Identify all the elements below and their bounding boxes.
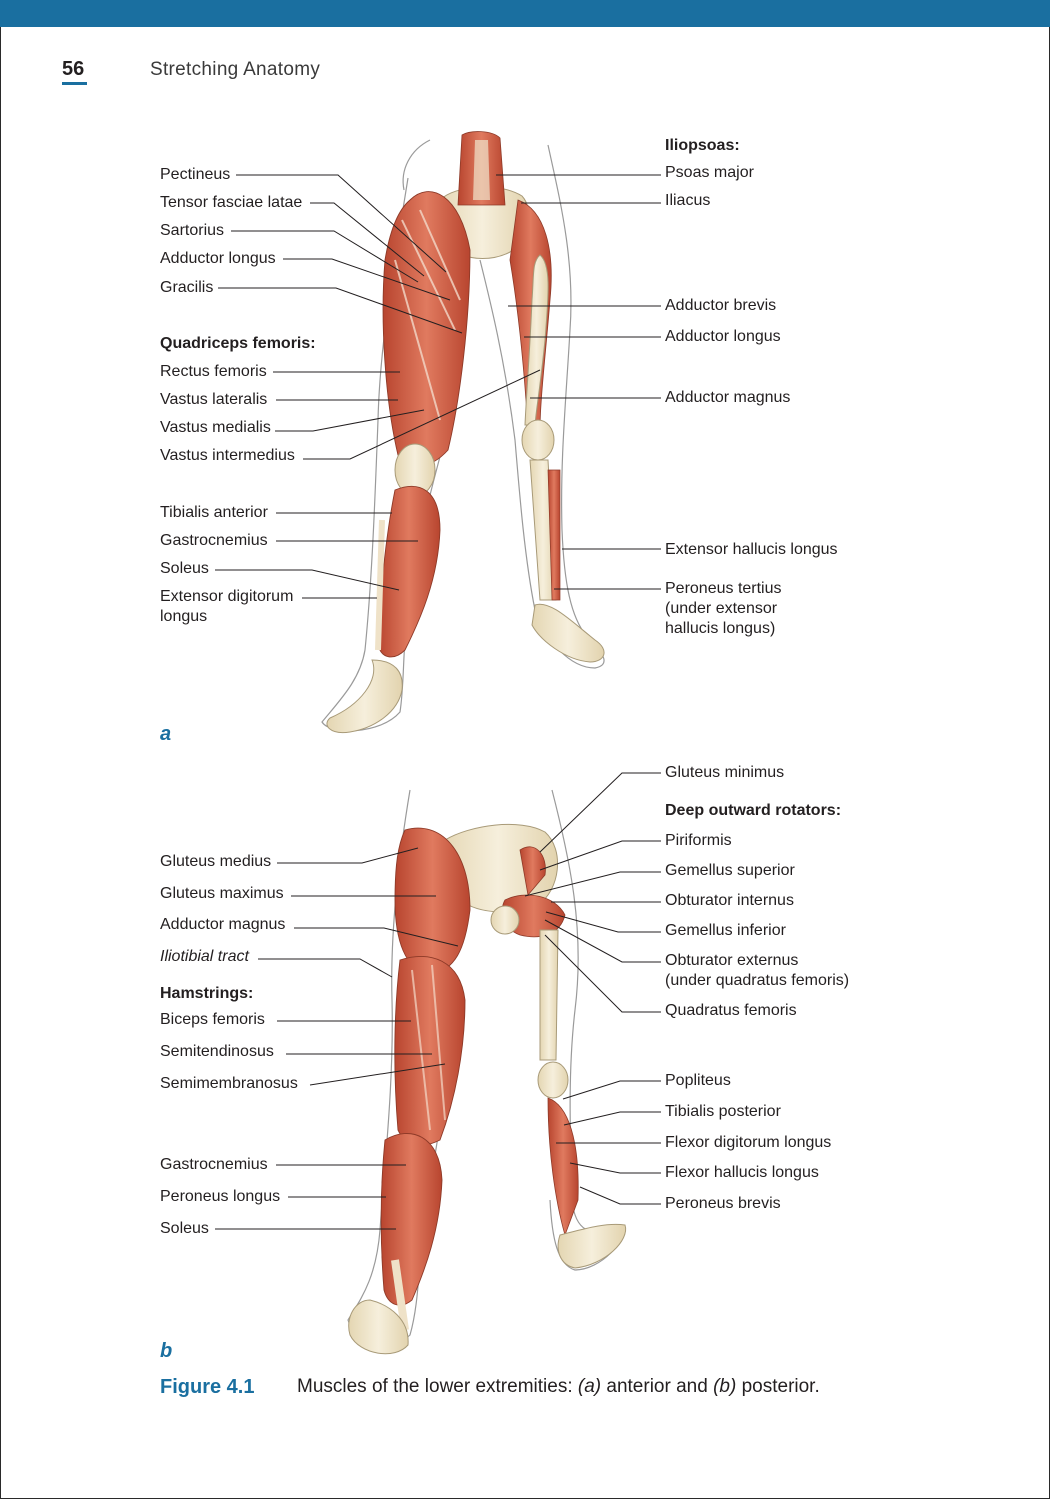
label-flexor-hallucis-longus: Flexor hallucis longus	[665, 1164, 819, 1181]
label-popliteus: Popliteus	[665, 1072, 731, 1089]
label-peroneus-tertius-1: Peroneus tertius	[665, 580, 782, 597]
label-extensor-hallucis-longus: Extensor hallucis longus	[665, 541, 838, 558]
panel-letter-b: b	[160, 1340, 173, 1362]
label-soleus-b: Soleus	[160, 1220, 209, 1237]
page-number: 56	[62, 58, 85, 80]
label-tibialis-anterior: Tibialis anterior	[160, 504, 268, 521]
label-adductor-longus-right: Adductor longus	[665, 328, 781, 345]
label-gemellus-superior: Gemellus superior	[665, 862, 795, 879]
panel-letter-a: a	[160, 723, 172, 745]
figure-caption: Muscles of the lower extremities: (a) an…	[297, 1376, 820, 1398]
page-number-underline	[62, 82, 87, 85]
header-iliopsoas: Iliopsoas:	[665, 137, 740, 154]
label-iliacus: Iliacus	[665, 192, 711, 209]
top-color-bar	[0, 0, 1050, 27]
label-flexor-digitorum-longus: Flexor digitorum longus	[665, 1134, 832, 1151]
label-peroneus-brevis: Peroneus brevis	[665, 1195, 781, 1212]
label-vastus-lateralis: Vastus lateralis	[160, 391, 268, 408]
label-soleus-a: Soleus	[160, 560, 209, 577]
label-obturator-internus: Obturator internus	[665, 892, 794, 909]
leader-lines-b	[215, 772, 661, 1230]
label-obturator-externus-1: Obturator externus	[665, 952, 799, 969]
label-obturator-externus-2: (under quadratus femoris)	[665, 972, 850, 989]
label-adductor-longus-left: Adductor longus	[160, 250, 276, 267]
caption-post: posterior.	[736, 1376, 820, 1397]
running-title: Stretching Anatomy	[150, 59, 321, 80]
caption-pre: Muscles of the lower extremities:	[297, 1376, 578, 1397]
header-quadriceps: Quadriceps femoris:	[160, 335, 316, 352]
label-semimembranosus: Semimembranosus	[160, 1075, 298, 1092]
label-gemellus-inferior: Gemellus inferior	[665, 922, 786, 939]
label-gluteus-maximus: Gluteus maximus	[160, 885, 284, 902]
label-tensor-fasciae-latae: Tensor fasciae latae	[160, 194, 303, 211]
label-adductor-magnus-a: Adductor magnus	[665, 389, 791, 406]
label-peroneus-tertius-3: hallucis longus)	[665, 620, 776, 637]
label-vastus-intermedius: Vastus intermedius	[160, 447, 295, 464]
label-adductor-magnus-b: Adductor magnus	[160, 916, 286, 933]
caption-a: (a)	[577, 1376, 602, 1397]
label-peroneus-tertius-2: (under extensor	[665, 600, 778, 617]
header-hamstrings: Hamstrings:	[160, 985, 254, 1002]
label-gracilis: Gracilis	[160, 279, 214, 296]
label-gluteus-minimus: Gluteus minimus	[665, 764, 785, 781]
label-tibialis-posterior: Tibialis posterior	[665, 1103, 781, 1120]
label-gastrocnemius-b: Gastrocnemius	[160, 1156, 268, 1173]
label-semitendinosus: Semitendinosus	[160, 1043, 274, 1060]
anterior-figure	[321, 131, 605, 734]
label-gluteus-medius: Gluteus medius	[160, 853, 272, 870]
caption-b: (b)	[713, 1376, 737, 1397]
label-biceps-femoris: Biceps femoris	[160, 1011, 265, 1028]
leader-lines-a	[215, 174, 661, 599]
label-rectus-femoris: Rectus femoris	[160, 363, 267, 380]
label-extensor-digitorum-2: longus	[160, 608, 208, 625]
caption-mid: anterior and	[601, 1376, 714, 1397]
label-gastrocnemius-a: Gastrocnemius	[160, 532, 268, 549]
label-psoas-major: Psoas major	[665, 164, 754, 181]
label-adductor-brevis: Adductor brevis	[665, 297, 777, 314]
label-sartorius: Sartorius	[160, 222, 225, 239]
label-iliotibial-tract: Iliotibial tract	[160, 948, 249, 965]
posterior-figure	[347, 789, 627, 1355]
label-piriformis: Piriformis	[665, 832, 732, 849]
label-vastus-medialis: Vastus medialis	[160, 419, 271, 436]
label-extensor-digitorum-1: Extensor digitorum	[160, 588, 294, 605]
label-peroneus-longus: Peroneus longus	[160, 1188, 281, 1205]
label-pectineus: Pectineus	[160, 166, 231, 183]
figure-label: Figure 4.1	[160, 1376, 255, 1398]
header-deep-outward-rotators: Deep outward rotators:	[665, 802, 842, 819]
label-quadratus-femoris: Quadratus femoris	[665, 1002, 797, 1019]
